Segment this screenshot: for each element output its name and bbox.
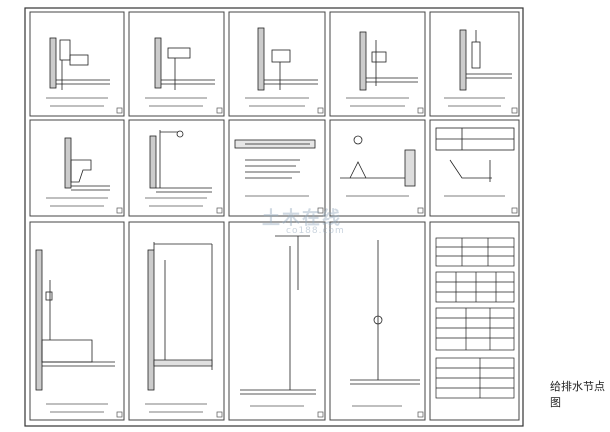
row3-drawings xyxy=(35,235,420,395)
spec-tables xyxy=(435,237,515,399)
watermark-url: co188.com xyxy=(286,226,345,236)
row1-drawings xyxy=(49,27,512,91)
watermark: 土木在线 xyxy=(262,208,342,229)
sheet-border xyxy=(24,7,524,427)
index-boxes xyxy=(116,107,518,418)
sheet-title: 给排水节点图 xyxy=(550,380,605,409)
panel-captions xyxy=(46,97,505,413)
row2-drawings xyxy=(64,127,515,193)
panel-grid xyxy=(29,11,520,421)
